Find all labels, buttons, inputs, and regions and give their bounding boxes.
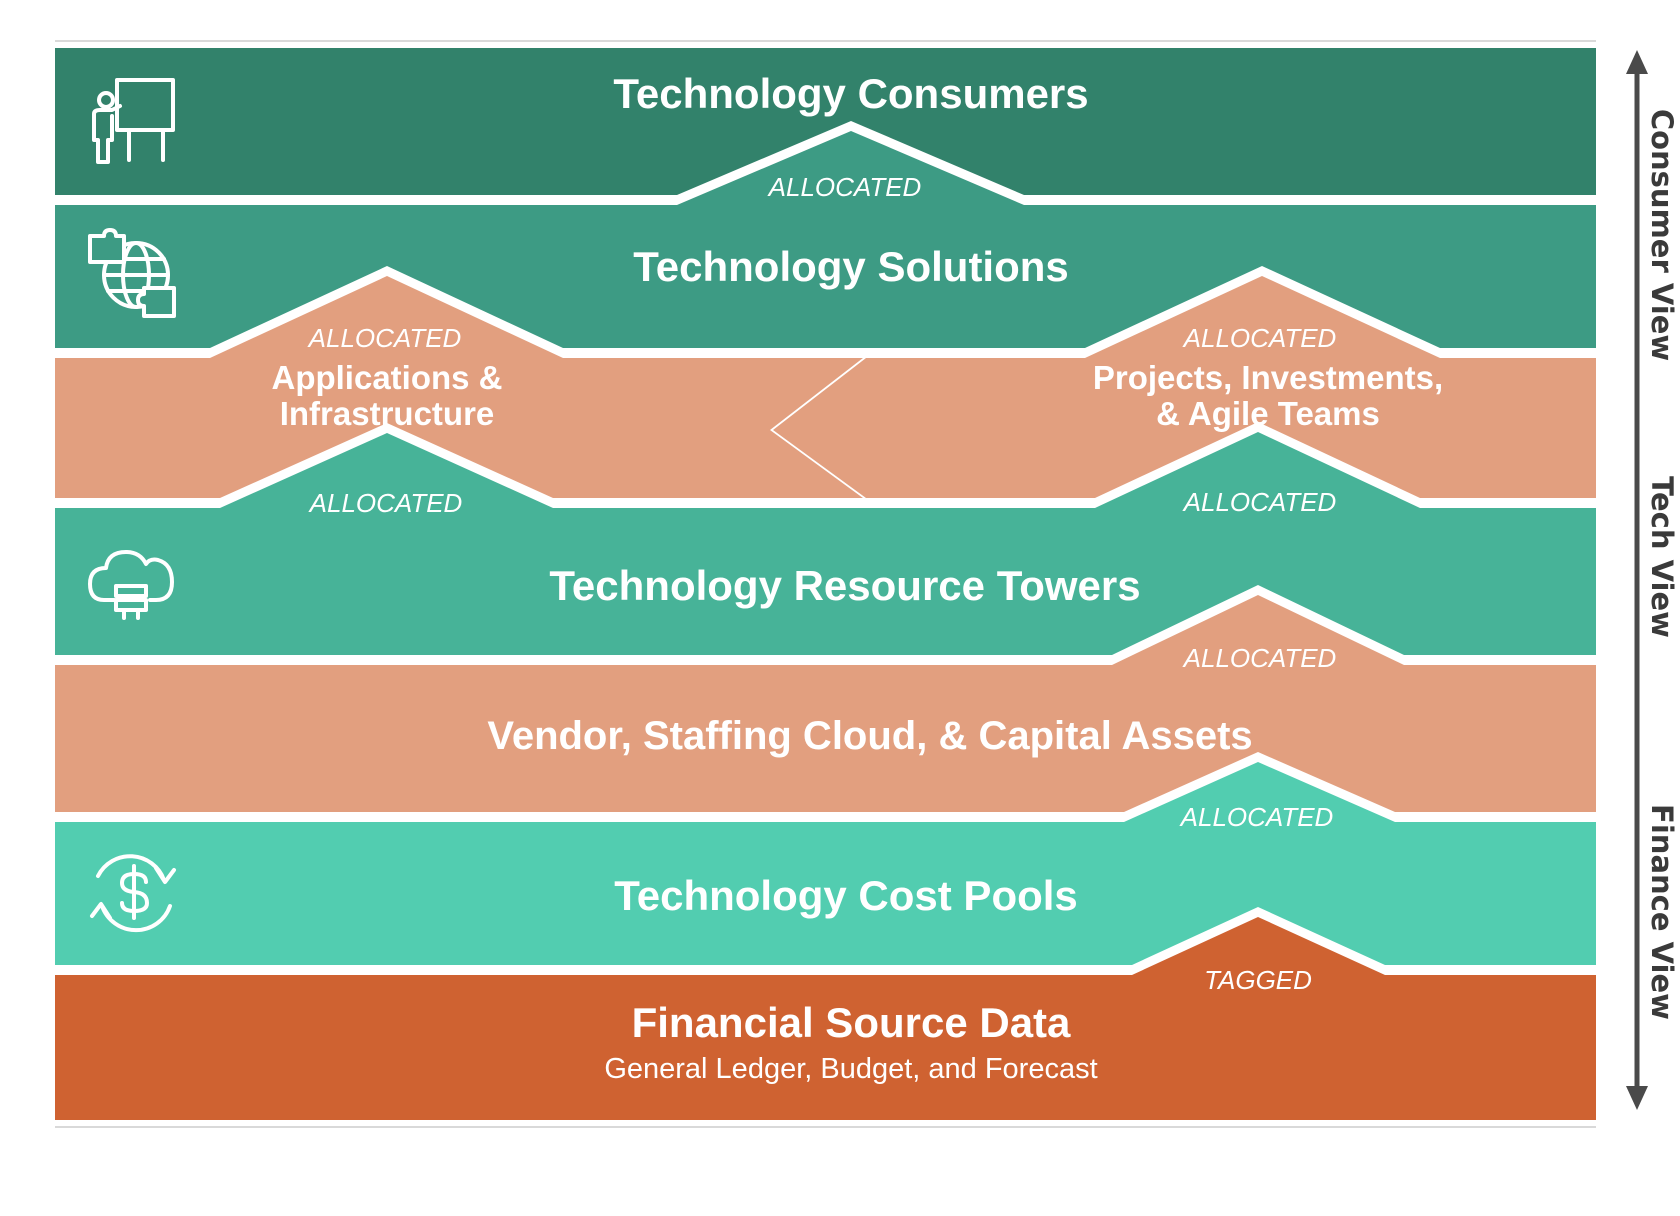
- layer-consumers-title: Technology Consumers: [613, 70, 1088, 117]
- view-label-finance: Finance View: [1645, 804, 1679, 1020]
- layer-towers-title: Technology Resource Towers: [549, 562, 1140, 609]
- flow-label-projects-up: ALLOCATED: [1182, 323, 1337, 353]
- flow-label-cost-pools: ALLOCATED: [1179, 802, 1334, 832]
- flow-label-apps-up: ALLOCATED: [307, 323, 462, 353]
- view-label-consumer: Consumer View: [1645, 109, 1679, 361]
- layer-cost-pools-band: [55, 762, 1596, 965]
- layer-consumers-band: [55, 48, 1596, 195]
- flow-label-vendor: ALLOCATED: [1182, 643, 1337, 673]
- layer-cost-pools-title: Technology Cost Pools: [614, 872, 1078, 919]
- layer-projects-band: [773, 276, 1596, 498]
- flow-label-source: TAGGED: [1204, 965, 1312, 995]
- view-axis-up-arrow-icon: [1626, 50, 1648, 74]
- layer-apps-band: [55, 276, 863, 498]
- layer-projects-title-line2: & Agile Teams: [1156, 395, 1380, 432]
- view-axis-down-arrow-icon: [1626, 1086, 1648, 1110]
- layer-source-title: Financial Source Data: [632, 999, 1071, 1046]
- layer-towers-band: [55, 432, 1596, 655]
- layer-vendor-band: [55, 595, 1596, 812]
- puzzle-globe-icon: [88, 228, 176, 318]
- layer-source-band: [55, 917, 1596, 1120]
- view-label-tech: Tech View: [1645, 476, 1679, 638]
- presenter-board-icon: [92, 78, 175, 164]
- dollar-cycle-icon: [90, 854, 176, 933]
- layer-apps-title-line2: Infrastructure: [280, 395, 495, 432]
- flow-label-towers-left: ALLOCATED: [308, 488, 463, 518]
- layer-solutions-band: [55, 131, 1596, 348]
- cloud-server-icon: [88, 550, 174, 620]
- layer-projects-title-line1: Projects, Investments,: [1093, 359, 1443, 396]
- layer-apps-title-line1: Applications &: [271, 359, 502, 396]
- layer-solutions-title: Technology Solutions: [633, 243, 1069, 290]
- layer-vendor-title: Vendor, Staffing Cloud, & Capital Assets: [487, 714, 1252, 758]
- layer-source-subtitle: General Ledger, Budget, and Forecast: [604, 1053, 1097, 1085]
- flow-label-consumers: ALLOCATED: [767, 172, 922, 202]
- flow-label-towers-right: ALLOCATED: [1182, 487, 1337, 517]
